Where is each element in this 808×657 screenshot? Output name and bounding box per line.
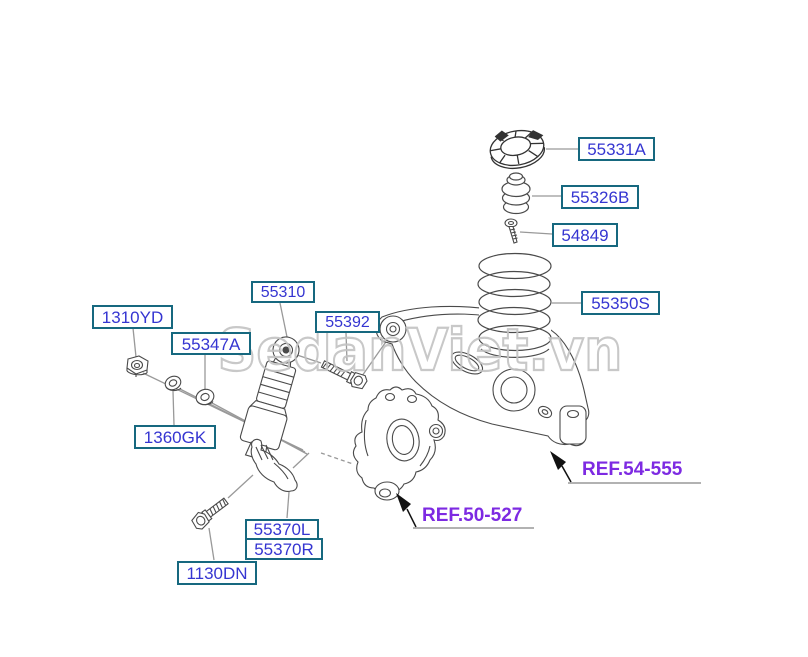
washer-55347A-drawing (195, 388, 215, 406)
part-label-55347A[interactable]: 55347A (171, 332, 251, 355)
ref-arrow-icon (550, 451, 566, 470)
part-label-55370R[interactable]: 55370R (245, 538, 323, 560)
shield-drawing (250, 438, 298, 492)
shock-absorber-drawing (239, 336, 300, 462)
spring-seat-drawing (489, 129, 546, 170)
part-label-1360GK[interactable]: 1360GK (134, 425, 216, 449)
ref-label-50-527[interactable]: REF.50-527 (422, 505, 523, 526)
bolt-55392-drawing (320, 360, 368, 390)
bolt-1130DN-drawing (191, 497, 229, 530)
part-label-55326B[interactable]: 55326B (561, 185, 639, 209)
part-label-55350S[interactable]: 55350S (581, 291, 660, 315)
ref-arrow-icon (396, 493, 411, 512)
part-label-1310YD[interactable]: 1310YD (92, 305, 173, 329)
part-label-1130DN[interactable]: 1130DN (177, 561, 257, 585)
knuckle-drawing (352, 386, 446, 501)
coil-spring-drawing (477, 252, 552, 358)
bump-stopper-drawing (501, 172, 531, 215)
part-label-55392[interactable]: 55392 (315, 311, 380, 333)
ref-54-555-pointer (550, 451, 701, 484)
part-label-55310[interactable]: 55310 (251, 281, 315, 303)
washer-1360GK-drawing (164, 375, 182, 392)
part-label-55331A[interactable]: 55331A (578, 137, 655, 161)
nut-drawing (126, 355, 149, 377)
part-label-55370L[interactable]: 55370L (245, 519, 319, 540)
watermark: SedanViet.vn (218, 316, 623, 384)
ref-label-54-555[interactable]: REF.54-555 (582, 459, 683, 480)
screw-drawing (504, 218, 518, 244)
part-label-54849[interactable]: 54849 (552, 223, 618, 247)
ref-50-527-pointer (396, 493, 534, 529)
